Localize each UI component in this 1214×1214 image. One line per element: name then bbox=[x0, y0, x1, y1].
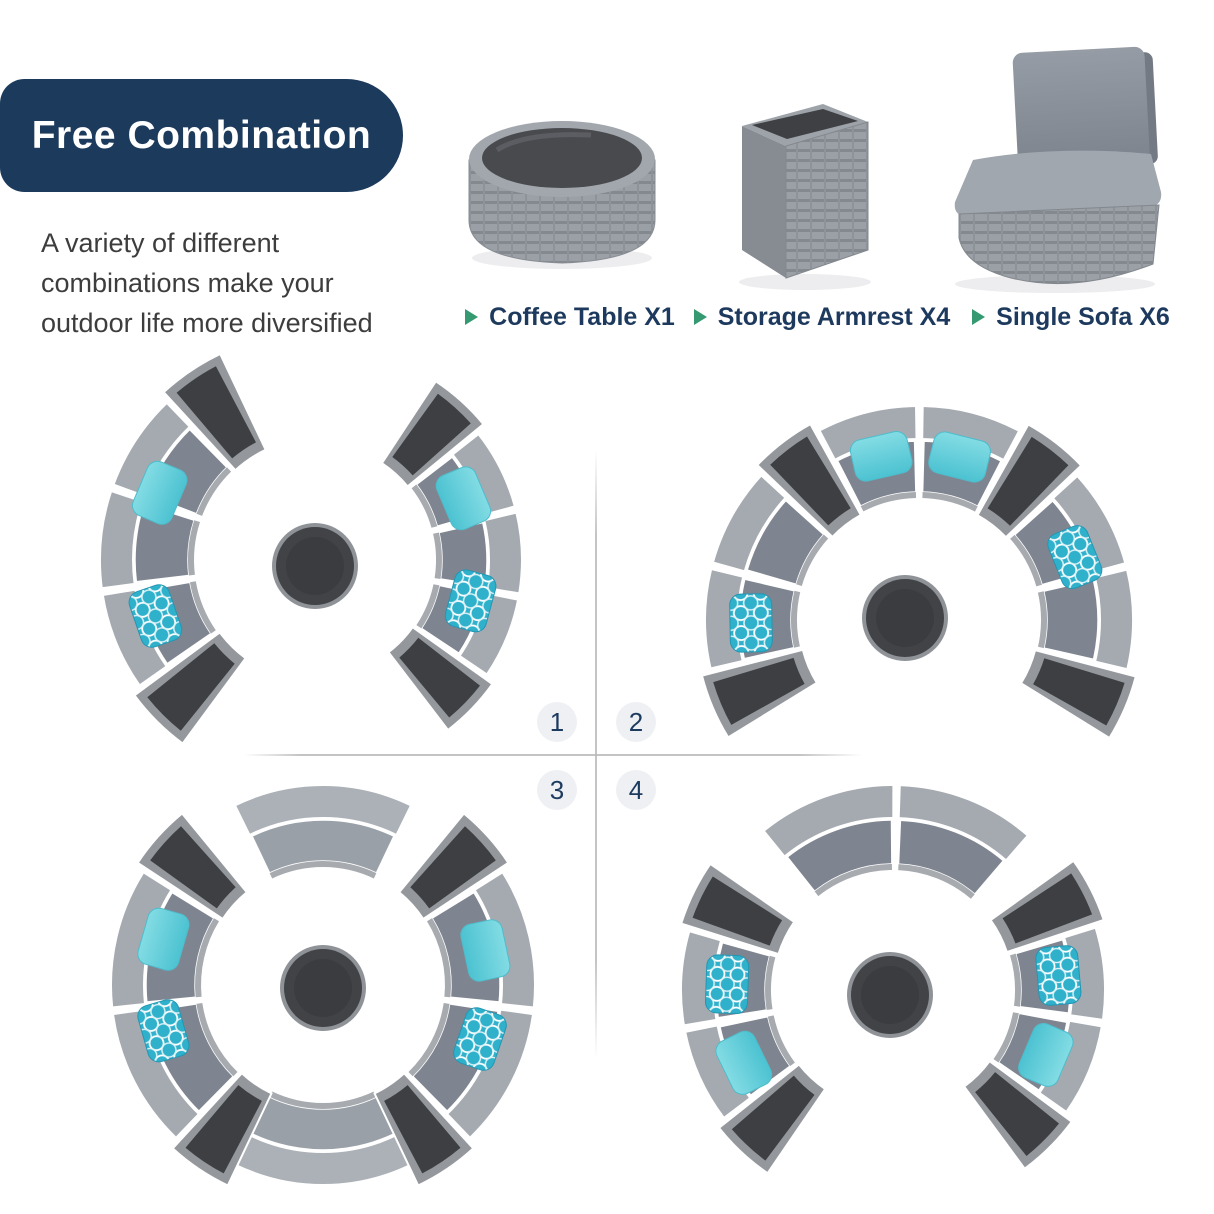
product-label-text: Single Sofa X6 bbox=[996, 302, 1170, 331]
triangle-bullet-icon bbox=[693, 309, 707, 325]
combination-3-number: 3 bbox=[537, 770, 577, 810]
product-label-coffee-table: Coffee Table X1 bbox=[430, 301, 710, 333]
coffee-table-photo bbox=[463, 114, 661, 272]
product-description: A variety of different combinations make… bbox=[41, 223, 373, 343]
combination-1-number: 1 bbox=[537, 702, 577, 742]
triangle-bullet-icon bbox=[465, 309, 479, 325]
combination-4-number: 4 bbox=[616, 770, 656, 810]
combination-2-number: 2 bbox=[616, 702, 656, 742]
combination-3-diagram bbox=[109, 783, 537, 1187]
product-label-storage-armrest: Storage Armrest X4 bbox=[683, 301, 961, 333]
quadrant-divider-horizontal bbox=[244, 754, 862, 756]
description-line: outdoor life more diversified bbox=[41, 308, 373, 338]
description-line: A variety of different bbox=[41, 228, 280, 258]
storage-armrest-photo bbox=[720, 92, 890, 292]
triangle-bullet-icon bbox=[972, 309, 986, 325]
free-combination-badge: Free Combination bbox=[0, 79, 403, 192]
description-line: combinations make your bbox=[41, 268, 334, 298]
product-label-text: Storage Armrest X4 bbox=[717, 302, 951, 331]
combination-1-diagram bbox=[99, 352, 523, 745]
combination-2-diagram bbox=[700, 404, 1138, 740]
single-sofa-photo bbox=[925, 44, 1173, 294]
product-label-text: Coffee Table X1 bbox=[489, 302, 675, 331]
combination-4-diagram bbox=[679, 783, 1106, 1175]
badge-label: Free Combination bbox=[31, 113, 372, 157]
product-label-single-sofa: Single Sofa X6 bbox=[948, 301, 1194, 333]
